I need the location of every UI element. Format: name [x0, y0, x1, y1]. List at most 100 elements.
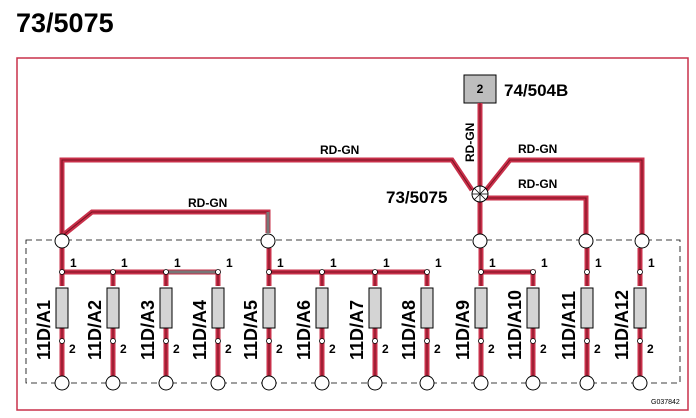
node-top-1	[59, 269, 65, 275]
node-bottom-1	[59, 338, 65, 344]
node-top-10	[530, 269, 536, 275]
component-label-11: 11D/A11	[559, 291, 579, 360]
pin-label-2-2: 2	[120, 342, 127, 356]
node-top-4	[215, 269, 221, 275]
wire-label-right-mid: RD-GN	[518, 177, 557, 191]
node-bottom-12	[637, 338, 643, 344]
junction-label: 73/5075	[386, 188, 447, 207]
junction-node	[471, 185, 489, 203]
pin-label-2-6: 2	[329, 342, 336, 356]
wires	[59, 103, 645, 376]
fuse-body-5	[262, 287, 276, 329]
component-label-6: 11D/A6	[294, 300, 314, 360]
terminal-top-2	[260, 233, 276, 249]
terminal-top-4	[578, 233, 594, 249]
fuse-body-8	[420, 287, 434, 329]
terminal-bottom-9	[473, 375, 489, 391]
fuse-box-outline	[25, 239, 681, 384]
pin-label-1-6: 1	[330, 256, 337, 270]
wire-junction-to-a11	[486, 195, 589, 234]
node-top-9	[478, 269, 484, 275]
component-label-8: 11D/A8	[399, 300, 419, 360]
component-label-9: 11D/A9	[453, 300, 473, 360]
connector-74-504b	[463, 74, 497, 104]
node-bottom-11	[584, 338, 590, 344]
page-title: 73/5075	[16, 8, 114, 38]
terminal-top-5	[634, 233, 650, 249]
wire-a1-to-a5-top	[60, 209, 271, 238]
pin-label-2-12: 2	[647, 342, 654, 356]
pin-label-1-10: 1	[541, 256, 548, 270]
pin-label-2-3: 2	[173, 342, 180, 356]
node-bottom-5	[266, 338, 272, 344]
component-label-3: 11D/A3	[138, 300, 158, 360]
node-bottom-10	[530, 338, 536, 344]
pin-label-1-3: 1	[174, 256, 181, 270]
node-bottom-3	[163, 338, 169, 344]
wire-label-top: RD-GN	[320, 143, 359, 157]
terminal-bottom-11	[579, 375, 595, 391]
fuse-body-6	[315, 287, 329, 329]
node-bottom-8	[424, 338, 430, 344]
pin-label-1-11: 1	[595, 256, 602, 270]
node-bottom-9	[478, 338, 484, 344]
pin-label-2-8: 2	[434, 342, 441, 356]
node-top-6	[319, 269, 325, 275]
terminal-bottom-10	[525, 375, 541, 391]
node-top-12	[637, 269, 643, 275]
fuse-body-1	[55, 287, 69, 329]
terminal-bottom-8	[419, 375, 435, 391]
wire-label-right-top: RD-GN	[518, 142, 557, 156]
node-top-11	[584, 269, 590, 275]
pin-label-1-4: 1	[226, 256, 233, 270]
terminal-top-1	[54, 233, 70, 249]
bus-a1-a4	[59, 248, 221, 286]
terminal-bottom-2	[105, 375, 121, 391]
node-bottom-6	[319, 338, 325, 344]
bus-a5-a8	[266, 248, 430, 286]
terminal-bottom-3	[158, 375, 174, 391]
node-top-2	[110, 269, 116, 275]
wire-junction-to-a12	[484, 157, 645, 234]
terminal-bottom-6	[314, 375, 330, 391]
fuse-body-12	[633, 287, 647, 329]
terminal-top-3	[472, 233, 488, 249]
pin-label-2-5: 2	[276, 342, 283, 356]
diagram-frame	[16, 57, 689, 411]
pin-label-2-11: 2	[594, 342, 601, 356]
component-label-10: 11D/A10	[505, 290, 525, 360]
pin-label-1-1: 1	[70, 256, 77, 270]
pin-label-2-4: 2	[225, 342, 232, 356]
node-bottom-7	[372, 338, 378, 344]
node-top-7	[372, 269, 378, 275]
component-label-1: 11D/A1	[34, 300, 54, 360]
pin-label-1-12: 1	[648, 256, 655, 270]
node-top-3	[163, 269, 169, 275]
node-top-8	[424, 269, 430, 275]
component-label-2: 11D/A2	[85, 300, 105, 360]
fuse-body-2	[106, 287, 120, 329]
fuse-body-10	[526, 287, 540, 329]
fuse-body-11	[580, 287, 594, 329]
terminal-bottom-1	[54, 375, 70, 391]
pin-label-1-5: 1	[277, 256, 284, 270]
terminal-bottom-7	[367, 375, 383, 391]
fuse-body-7	[368, 287, 382, 329]
component-label-12: 11D/A12	[612, 290, 632, 360]
fuse-body-9	[474, 287, 488, 329]
pin-label-1-2: 1	[121, 256, 128, 270]
terminal-bottom-5	[261, 375, 277, 391]
pin-label-2-10: 2	[540, 342, 547, 356]
component-label-5: 11D/A5	[241, 300, 261, 360]
connector-label: 74/504B	[504, 81, 568, 100]
node-top-5	[266, 269, 272, 275]
pin-label-2-9: 2	[488, 342, 495, 356]
wire-label-vertical: RD-GN	[463, 123, 477, 162]
wire-junction-to-a1	[59, 157, 475, 234]
bus-a9-a10	[478, 248, 536, 286]
figure-id: G037842	[651, 399, 680, 406]
pin-label-1-9: 1	[489, 256, 496, 270]
pin-label-2-7: 2	[382, 342, 389, 356]
connector-pin-number: 2	[477, 82, 484, 96]
